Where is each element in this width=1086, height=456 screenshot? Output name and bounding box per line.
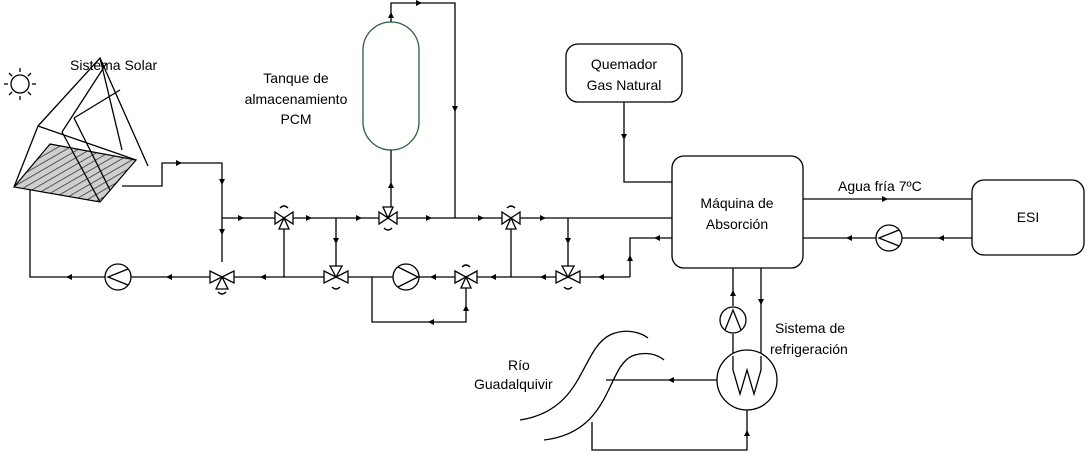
absorption-label-line2: Absorción <box>706 216 768 232</box>
solar-panel <box>12 56 149 203</box>
river-intake-pipe <box>591 410 748 451</box>
absorption-machine-box <box>671 155 804 269</box>
cooling-label-line2: refrigeración <box>770 341 848 357</box>
tank-label-line1: Tanque de <box>263 70 329 86</box>
heat-exchanger-icon <box>716 349 778 411</box>
three-way-valve-icon <box>274 205 294 230</box>
solar-label: Sistema Solar <box>70 57 157 73</box>
river-curves <box>519 330 665 441</box>
absorption-label-line1: Máquina de <box>700 195 773 211</box>
return-line <box>234 237 672 323</box>
cold-water-label: Agua fría 7ºC <box>838 178 922 194</box>
tank-label-line3: PCM <box>280 111 311 127</box>
three-way-valve-icon <box>209 269 235 295</box>
supply-line <box>283 217 672 277</box>
river-label-line2: Guadalquivir <box>474 376 553 392</box>
solar-loop-pipes <box>29 162 275 278</box>
three-way-valve-icon <box>378 206 398 231</box>
tank-label-line2: almacenamiento <box>245 91 348 107</box>
pump-icon <box>719 306 747 334</box>
esi-label: ESI <box>1017 209 1040 225</box>
three-way-valve-icon <box>454 264 478 289</box>
natural-gas-burner-box <box>565 43 683 103</box>
pump-icon <box>875 224 903 252</box>
burner-pipe <box>623 102 672 183</box>
sun-icon <box>4 68 36 100</box>
three-way-valve-icon <box>323 265 349 290</box>
cooling-label-line1: Sistema de <box>775 320 845 336</box>
pump-icon <box>392 263 420 291</box>
pump-icon <box>104 263 132 291</box>
burner-label-line1: Quemador <box>591 56 657 72</box>
three-way-valve-icon <box>501 205 521 230</box>
river-label-line1: Río <box>508 357 530 373</box>
three-way-valve-icon <box>555 265 581 290</box>
burner-label-line2: Gas Natural <box>587 77 662 93</box>
esi-box <box>971 179 1085 256</box>
pcm-tank <box>362 2 456 218</box>
